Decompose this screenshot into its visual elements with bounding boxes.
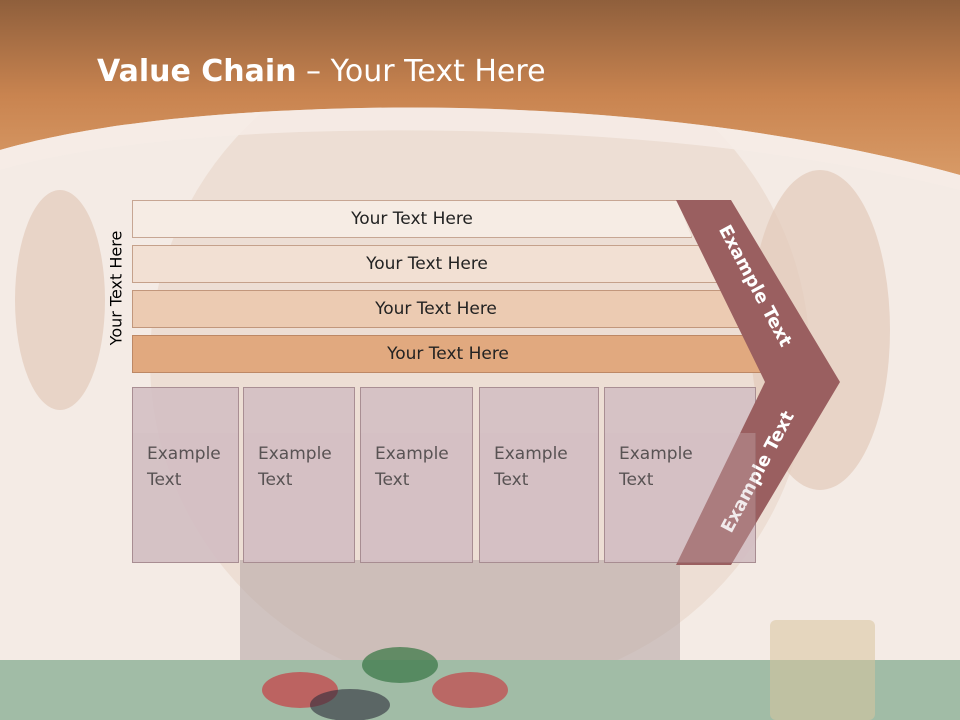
box-line1: Example [619, 441, 709, 467]
support-activity-1: Your Text Here [132, 200, 692, 238]
box-line1: Example [494, 441, 584, 467]
reflection-box [479, 433, 599, 563]
reflection-box [604, 433, 756, 563]
box-line1: Example [375, 441, 465, 467]
support-activity-2: Your Text Here [132, 245, 722, 283]
side-label: Your Text Here [106, 230, 126, 346]
box-line2: Text [147, 467, 237, 493]
title-bold: Value Chain [97, 54, 297, 89]
margin-chevron [676, 200, 840, 565]
support-activity-3: Your Text Here [132, 290, 740, 328]
reflection-box [360, 433, 473, 563]
reflection-box [243, 433, 355, 563]
box-line2: Text [494, 467, 584, 493]
box-line2: Text [619, 467, 709, 493]
box-line2: Text [375, 467, 465, 493]
box-line1: Example [147, 441, 237, 467]
page-title: Value Chain – Your Text Here [97, 54, 546, 89]
reflection-box [132, 433, 239, 563]
title-rest: – Your Text Here [296, 54, 546, 89]
box-line1: Example [258, 441, 348, 467]
support-activity-4: Your Text Here [132, 335, 764, 373]
box-line2: Text [258, 467, 348, 493]
reflection [132, 433, 756, 563]
header-band [0, 0, 960, 190]
